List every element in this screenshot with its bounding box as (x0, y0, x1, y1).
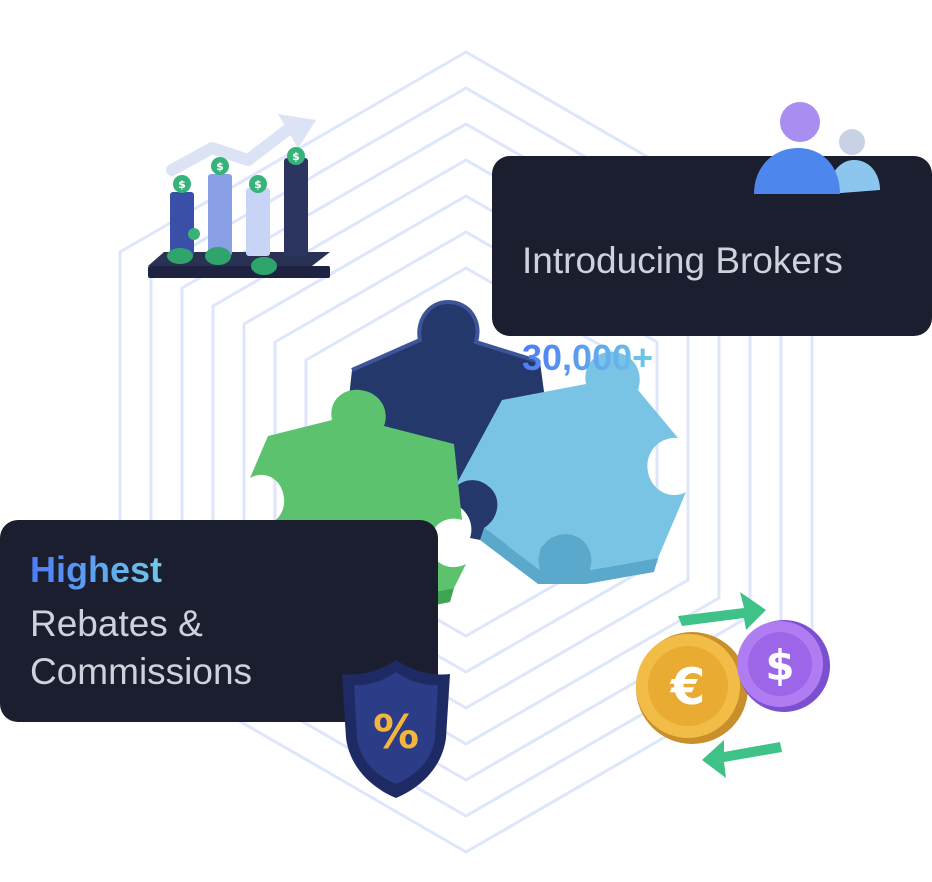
rebates-stat-card: Highest Rebates & Commissions (0, 520, 438, 722)
brokers-count: 30,000+ (522, 337, 654, 378)
svg-text:$: $ (765, 641, 794, 690)
hexagon-ring (273, 230, 659, 674)
svg-text:$: $ (254, 178, 262, 191)
users-icon (754, 102, 880, 194)
dollar-coin-icon: $ (211, 157, 229, 175)
dollar-coin-icon: $ (287, 147, 305, 165)
dollar-coin-icon: $ (173, 175, 191, 193)
dollar-coin-icon: $ (249, 175, 267, 193)
rebates-line-1: Rebates & (30, 603, 203, 644)
growth-chart-icon: $ $ $ $ (148, 114, 330, 278)
svg-text:$: $ (178, 178, 186, 191)
svg-text:€: € (670, 658, 706, 716)
svg-text:$: $ (292, 150, 300, 163)
shield-percent-icon: % (342, 660, 450, 798)
currency-exchange-icon: € $ (636, 592, 830, 778)
rebates-headline: Highest (30, 549, 163, 590)
rebates-line-2: Commissions (30, 651, 253, 692)
svg-text:%: % (373, 705, 419, 759)
svg-text:$: $ (216, 160, 224, 173)
brokers-label: Introducing Brokers (522, 240, 843, 281)
